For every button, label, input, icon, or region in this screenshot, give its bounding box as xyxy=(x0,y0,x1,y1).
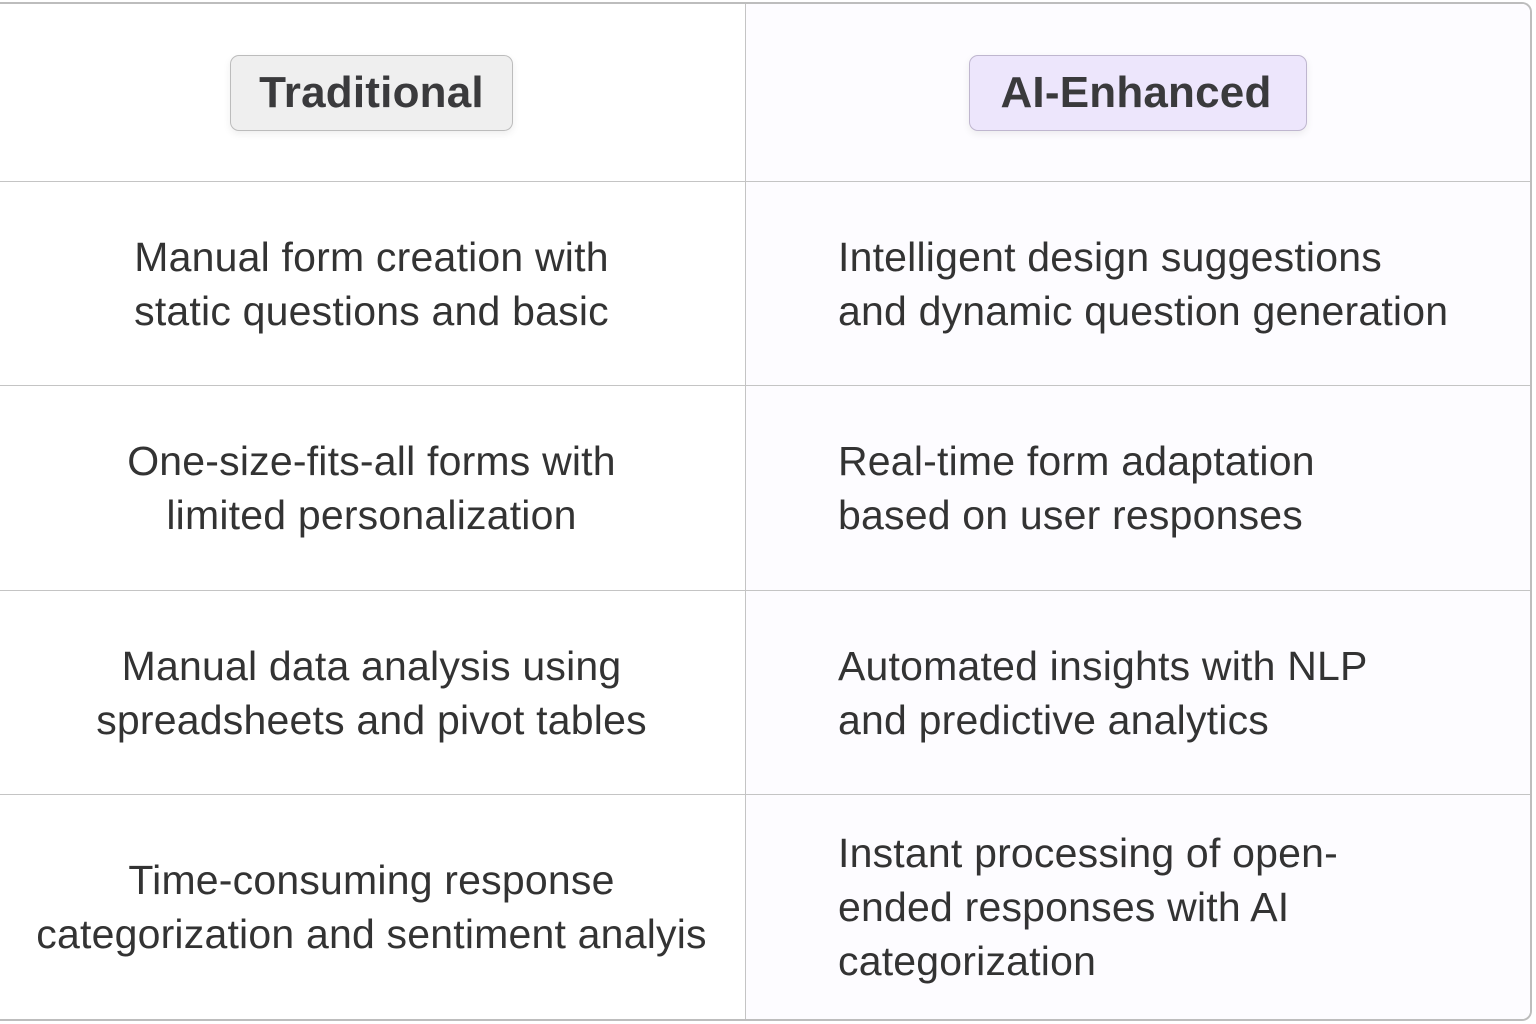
traditional-cell-text: Manual form creation with static questio… xyxy=(134,233,609,334)
table-row-2-ai-enhanced: Real-time form adaptation based on user … xyxy=(746,386,1530,591)
ai-enhanced-cell-text: Instant processing of open- ended respon… xyxy=(838,830,1338,984)
traditional-cell-text: Manual data analysis using spreadsheets … xyxy=(96,642,647,743)
table-row-3-traditional: Manual data analysis using spreadsheets … xyxy=(0,591,746,795)
ai-enhanced-cell-text: Real-time form adaptation based on user … xyxy=(838,438,1315,538)
header-cell-traditional: Traditional xyxy=(0,4,746,182)
traditional-cell-text: Time-consuming response categorization a… xyxy=(36,857,707,957)
table-row-4-traditional: Time-consuming response categorization a… xyxy=(0,795,746,1019)
ai-enhanced-cell-text: Intelligent design suggestions and dynam… xyxy=(838,233,1449,334)
traditional-cell-text: One-size-fits-all forms with limited per… xyxy=(127,438,616,538)
table-row-1-traditional: Manual form creation with static questio… xyxy=(0,182,746,386)
table-row-2-traditional: One-size-fits-all forms with limited per… xyxy=(0,386,746,591)
traditional-header-pill: Traditional xyxy=(230,54,513,131)
table-row-1-ai-enhanced: Intelligent design suggestions and dynam… xyxy=(746,182,1530,386)
table-row-4-ai-enhanced: Instant processing of open- ended respon… xyxy=(746,795,1530,1019)
ai-enhanced-header-pill: AI-Enhanced xyxy=(969,54,1307,131)
header-cell-ai-enhanced: AI-Enhanced xyxy=(746,4,1530,182)
table-row-3-ai-enhanced: Automated insights with NLP and predicti… xyxy=(746,591,1530,795)
ai-enhanced-cell-text: Automated insights with NLP and predicti… xyxy=(838,642,1368,743)
